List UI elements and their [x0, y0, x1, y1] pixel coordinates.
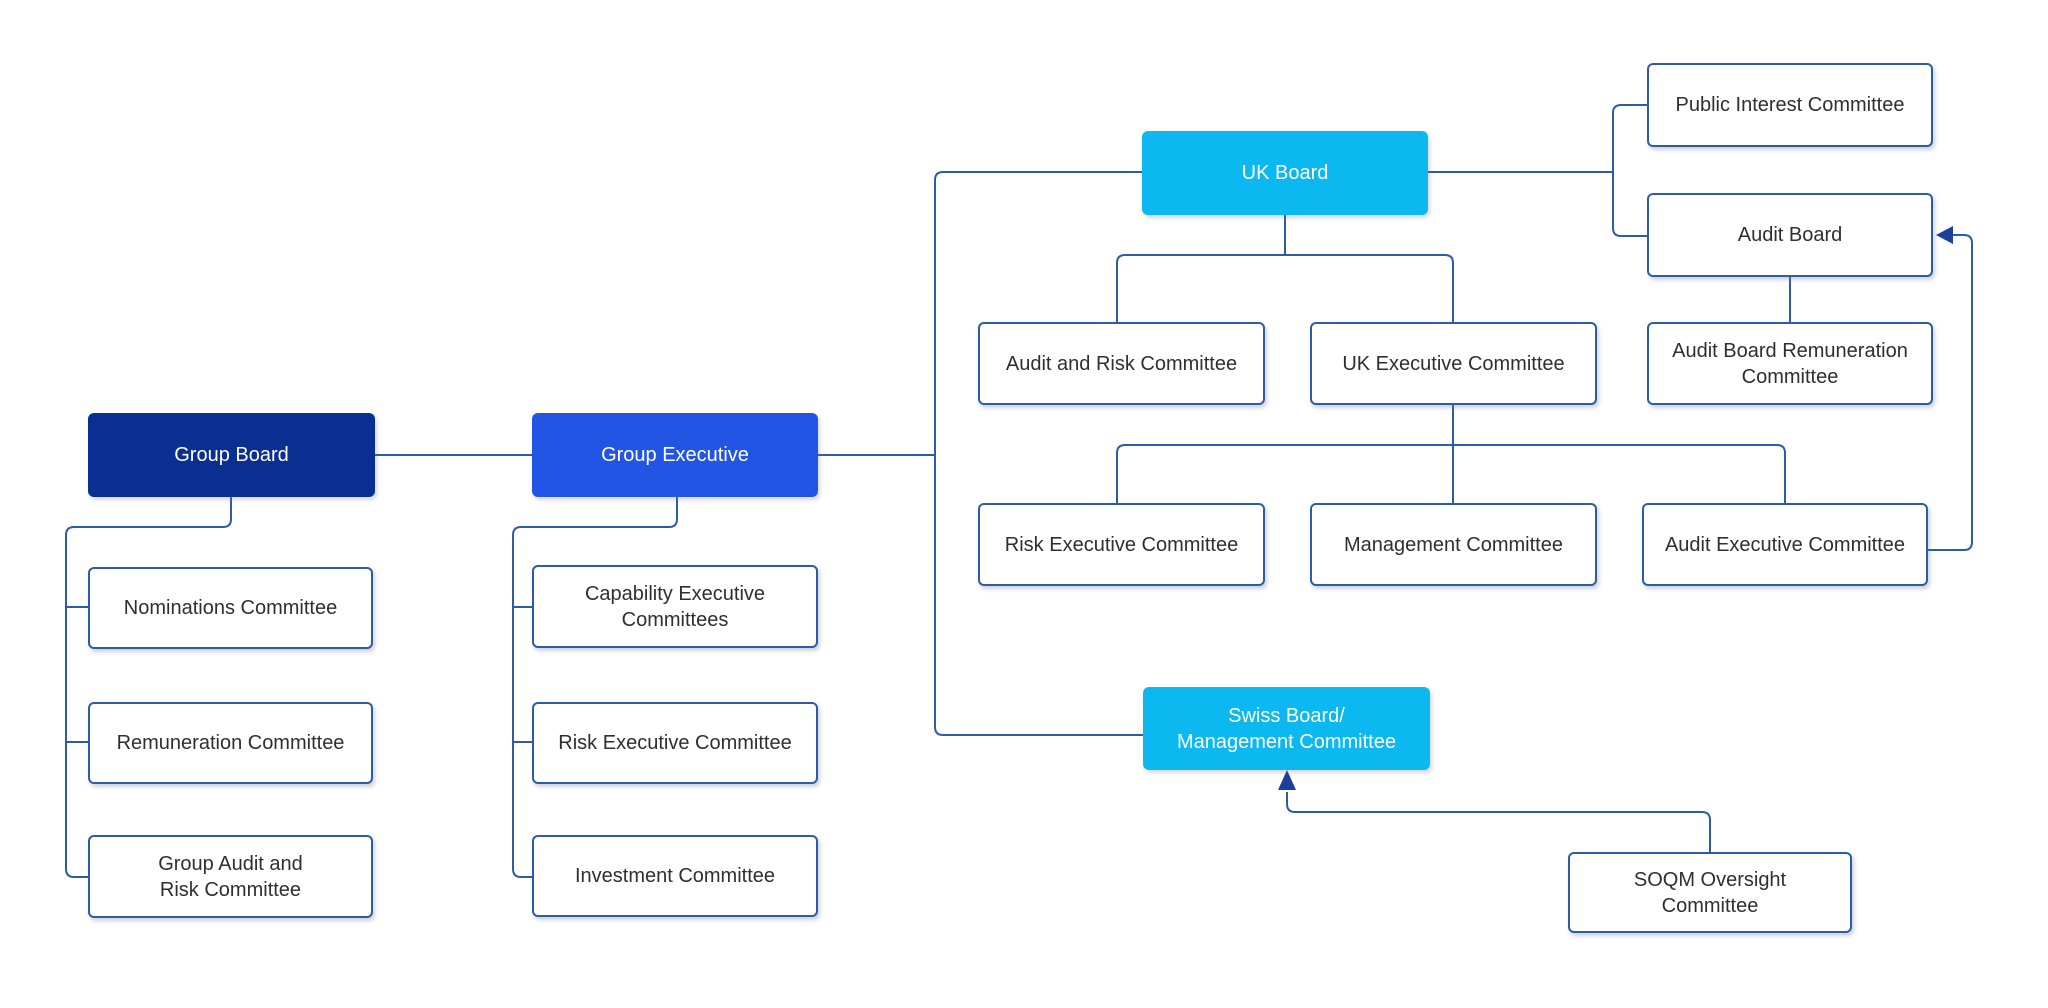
node-swiss-board-management-committee: Swiss Board/ Management Committee	[1143, 687, 1430, 770]
node-risk-executive-committee-group: Risk Executive Committee	[532, 702, 818, 784]
node-label-group-audit-and-risk-committee: Group Audit and Risk Committee	[158, 852, 303, 901]
node-label-public-interest-committee: Public Interest Committee	[1675, 94, 1905, 116]
node-label-audit-board: Audit Board	[1737, 224, 1843, 246]
connector-group-board-children-spine	[65, 497, 232, 878]
node-audit-board: Audit Board	[1647, 193, 1933, 277]
node-group-executive: Group Executive	[532, 413, 818, 497]
connector-uk-board-children-bracket	[1116, 254, 1454, 322]
node-management-committee: Management Committee	[1310, 503, 1597, 586]
node-label-nominations-committee: Nominations Committee	[123, 597, 338, 619]
node-group-audit-and-risk-committee: Group Audit and Risk Committee	[88, 835, 373, 918]
connector-audit-exec-to-audit-board-arrow	[1927, 234, 1973, 551]
node-audit-executive-committee: Audit Executive Committee	[1642, 503, 1928, 586]
node-audit-and-risk-committee: Audit and Risk Committee	[978, 322, 1265, 405]
node-uk-executive-committee: UK Executive Committee	[1310, 322, 1597, 405]
node-capability-executive-committees: Capability Executive Committees	[532, 565, 818, 648]
arrowhead-into-swiss-board	[1278, 770, 1296, 790]
node-label-audit-executive-committee: Audit Executive Committee	[1664, 533, 1906, 556]
node-label-risk-executive-committee-uk: Risk Executive Committee	[1004, 533, 1239, 556]
node-nominations-committee: Nominations Committee	[88, 567, 373, 649]
node-label-investment-committee: Investment Committee	[574, 865, 776, 887]
node-label-capability-executive-committees: Capability Executive Committees	[584, 582, 766, 631]
node-label-audit-board-remuneration-committee: Audit Board Remuneration Committee	[1672, 339, 1908, 388]
connector-group-exec-children-spine	[512, 497, 678, 878]
node-label-group-board: Group Board	[174, 444, 289, 466]
node-label-audit-and-risk-committee: Audit and Risk Committee	[1005, 352, 1238, 375]
node-uk-board: UK Board	[1142, 131, 1428, 215]
node-soqm-oversight-committee: SOQM Oversight Committee	[1568, 852, 1852, 933]
node-public-interest-committee: Public Interest Committee	[1647, 63, 1933, 147]
connector-right-spine-bracket	[1612, 104, 1647, 237]
connector-soqm-to-swiss-board-arrow	[1286, 792, 1711, 852]
node-label-remuneration-committee: Remuneration Committee	[116, 732, 345, 754]
node-label-soqm-oversight-committee: SOQM Oversight Committee	[1633, 868, 1787, 917]
connector-junction-up-to-uk-board	[934, 171, 1142, 455]
node-label-risk-executive-committee-group: Risk Executive Committee	[558, 732, 792, 754]
arrowhead-into-audit-board	[1936, 226, 1953, 244]
node-label-uk-board: UK Board	[1241, 162, 1329, 184]
node-group-board: Group Board	[88, 413, 375, 497]
node-investment-committee: Investment Committee	[532, 835, 818, 917]
node-audit-board-remuneration-committee: Audit Board Remuneration Committee	[1647, 322, 1933, 405]
node-label-group-executive: Group Executive	[601, 444, 749, 466]
node-risk-executive-committee-uk: Risk Executive Committee	[978, 503, 1265, 586]
node-label-swiss-board-management-committee: Swiss Board/ Management Committee	[1177, 704, 1396, 753]
node-label-management-committee: Management Committee	[1344, 533, 1563, 556]
connector-junction-down-to-swiss-board	[934, 455, 1143, 736]
node-remuneration-committee: Remuneration Committee	[88, 702, 373, 784]
connector-uk-exec-children-bracket	[1116, 444, 1786, 503]
node-label-uk-executive-committee: UK Executive Committee	[1342, 352, 1565, 375]
